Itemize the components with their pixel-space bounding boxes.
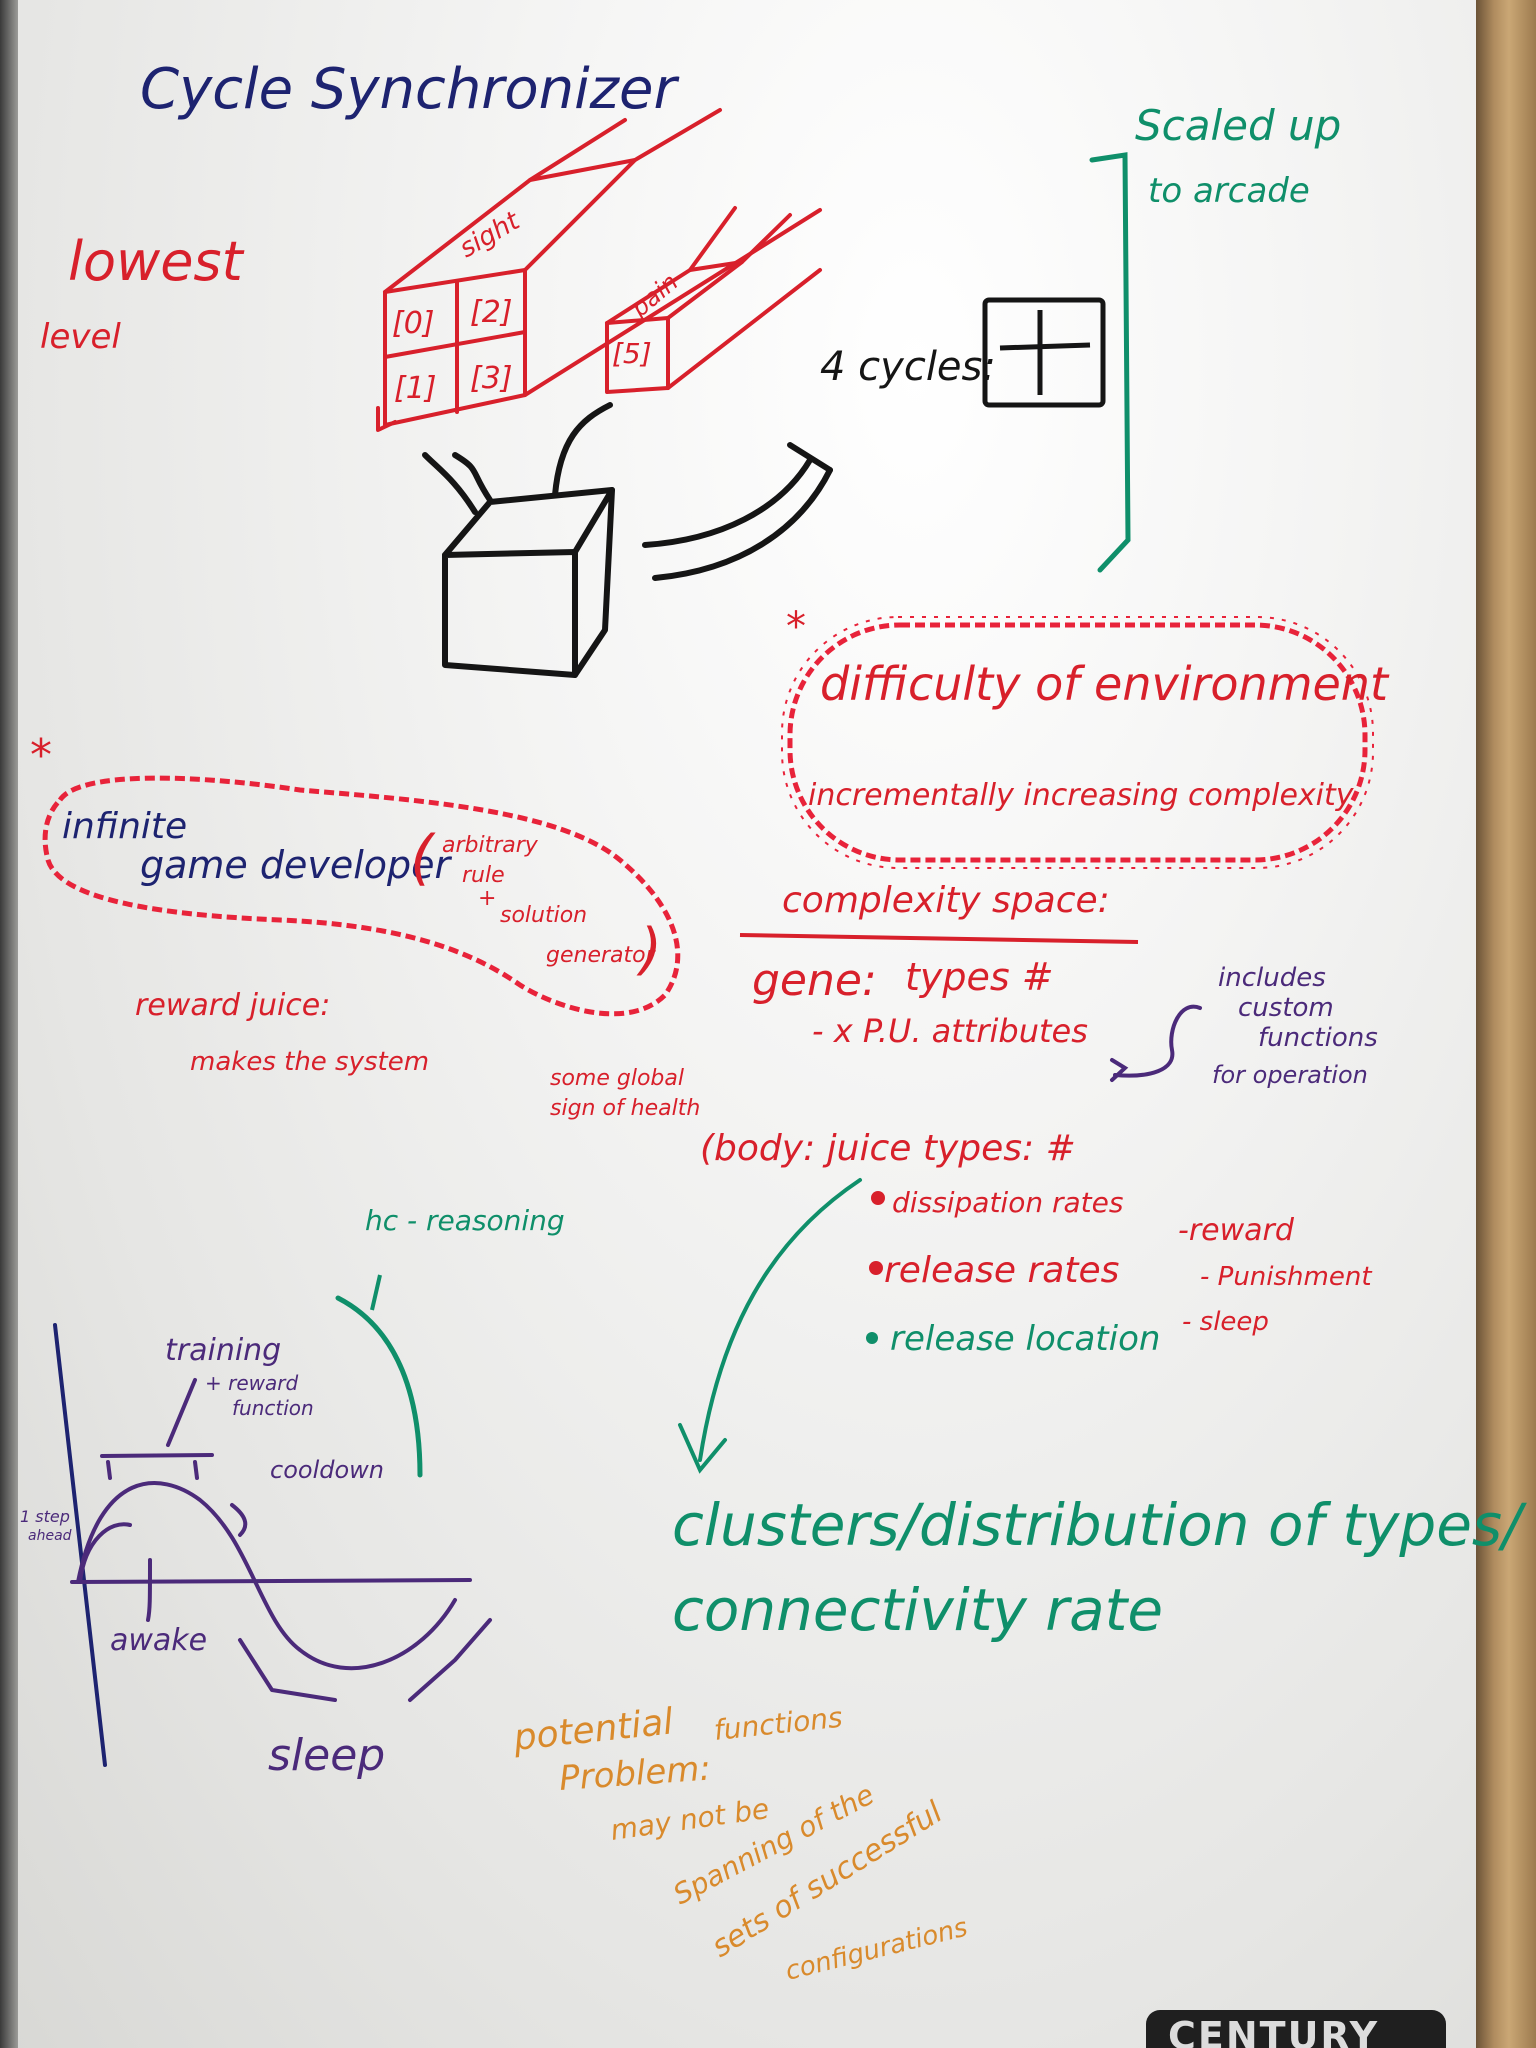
may-not-be-text: may not be xyxy=(608,1792,771,1847)
complexity-underline xyxy=(739,933,1139,944)
body-juice-text: (body: juice types: # xyxy=(700,1128,1076,1169)
four-cycles-label: 4 cycles: xyxy=(820,344,996,390)
sight-cell-2: [2] xyxy=(470,295,513,330)
release-rates-text: release rates xyxy=(884,1250,1119,1291)
incremental-text: incrementally increasing complexity xyxy=(808,778,1355,813)
board-frame-right xyxy=(1476,0,1536,2048)
sight-cell-3: [3] xyxy=(470,361,513,396)
training-text: training xyxy=(165,1333,281,1368)
reasoning-bracket xyxy=(335,1295,423,1478)
sleep-text: sleep xyxy=(268,1730,385,1781)
brand-logo-text: CENTURY xyxy=(1168,2014,1380,2048)
bullet-release-location xyxy=(866,1332,878,1344)
generator-text: generator xyxy=(546,943,657,968)
dissipation-text: dissipation rates xyxy=(892,1186,1123,1219)
pu-attributes-text: - x P.U. attributes xyxy=(812,1012,1088,1050)
pain-cell-5: [5] xyxy=(612,337,652,370)
to-arcade-text: to arcade xyxy=(1148,171,1310,211)
infinite-game-cloud xyxy=(42,775,681,1017)
rule-text: rule xyxy=(462,863,505,888)
hc-reasoning-text: hc - reasoning xyxy=(365,1204,565,1237)
gene-text: gene: xyxy=(752,955,877,1006)
level-label: level xyxy=(40,317,121,357)
reasoning-tick xyxy=(370,1274,382,1311)
title-text: Cycle Synchronizer xyxy=(140,57,679,122)
some-global-text: some global xyxy=(550,1066,684,1091)
sleep-cycle-graph xyxy=(53,1323,492,1767)
plus-text: + xyxy=(478,886,496,911)
difficulty-cloud xyxy=(781,616,1374,869)
functions-text: functions xyxy=(1258,1023,1378,1053)
agent-cube-drawing xyxy=(422,402,833,678)
cooldown-text: cooldown xyxy=(270,1456,384,1484)
sleep-item-text: - sleep xyxy=(1182,1307,1269,1337)
sight-box-diagram xyxy=(376,108,822,432)
reward-function-text: + reward xyxy=(205,1371,298,1395)
ahead-text: ahead xyxy=(28,1528,72,1544)
function-text: function xyxy=(232,1396,314,1420)
potential-text: potential xyxy=(511,1701,676,1759)
complexity-space-text: complexity space: xyxy=(782,880,1110,921)
problem-text: Problem: xyxy=(558,1748,712,1798)
includes-text: includes xyxy=(1218,963,1326,993)
solution-text: solution xyxy=(500,903,587,928)
sight-label: sight xyxy=(455,206,526,264)
board-frame-left xyxy=(0,0,18,2048)
body-to-clusters-arrow xyxy=(678,1178,862,1474)
makes-system-text: makes the system xyxy=(190,1047,429,1077)
brand-plate xyxy=(1146,2010,1446,2048)
sign-of-health-text: sign of health xyxy=(550,1096,700,1121)
bullet-dissipation xyxy=(871,1191,885,1205)
configurations-text: configurations xyxy=(782,1913,970,1987)
infinite-text: infinite xyxy=(62,806,187,847)
whiteboard xyxy=(0,0,1476,2048)
scaled-up-text: Scaled up xyxy=(1135,101,1341,150)
reward-juice-text: reward juice: xyxy=(135,988,330,1023)
reward-item-text: -reward xyxy=(1178,1213,1295,1248)
game-developer-text: game developer xyxy=(140,843,453,887)
functions-problem-text: functions xyxy=(712,1701,844,1747)
four-cycles-grid xyxy=(982,297,1106,408)
scaled-up-bracket xyxy=(1089,152,1131,573)
arbitrary-text: arbitrary xyxy=(442,833,539,858)
lowest-label: lowest xyxy=(68,230,245,293)
one-step-text: 1 step xyxy=(20,1507,70,1526)
difficulty-text: difficulty of environment xyxy=(820,657,1390,711)
types-hash-text: types # xyxy=(905,955,1054,999)
spanning-text: Spanning of the xyxy=(668,1778,880,1911)
awake-text: awake xyxy=(110,1623,207,1658)
sight-cell-0: [0] xyxy=(392,306,435,341)
sight-cell-1: [1] xyxy=(394,371,437,406)
paren-left: ( xyxy=(410,823,436,893)
release-location-text: release location xyxy=(890,1319,1160,1359)
punishment-item-text: - Punishment xyxy=(1200,1262,1372,1292)
bullet-release-rates xyxy=(869,1261,883,1275)
custom-text: custom xyxy=(1238,993,1334,1023)
connectivity-text: connectivity rate xyxy=(672,1576,1163,1644)
asterisk-difficulty: * xyxy=(786,604,806,650)
asterisk-infinite: * xyxy=(30,730,52,781)
clusters-text: clusters/distribution of types/ xyxy=(672,1491,1527,1559)
includes-bracket xyxy=(1110,1004,1202,1082)
for-operation-text: for operation xyxy=(1212,1061,1368,1089)
paren-right: ) xyxy=(636,917,662,982)
